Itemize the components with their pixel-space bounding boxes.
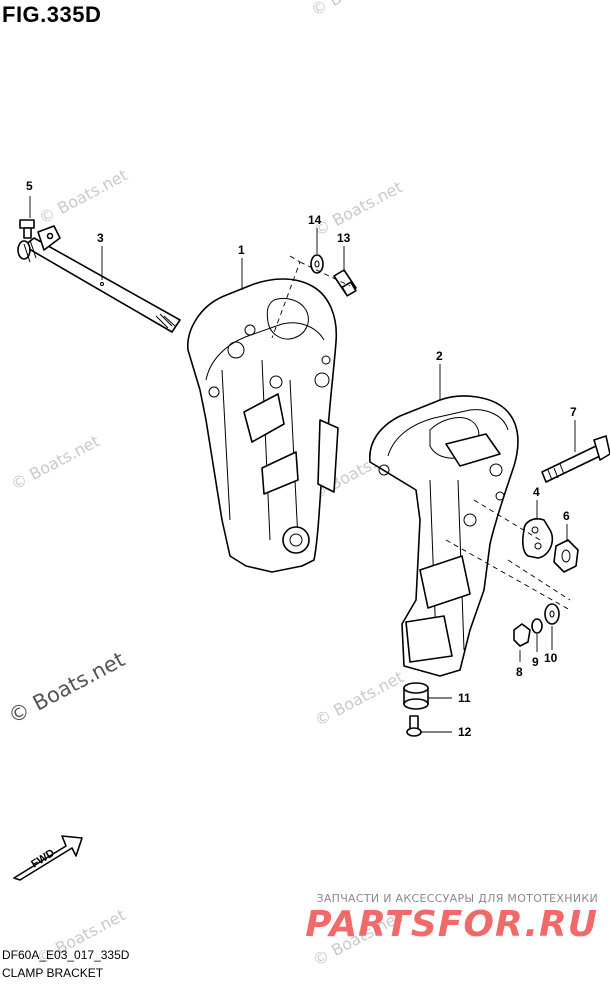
part-14-washer xyxy=(310,254,324,274)
callout-1: 1 xyxy=(238,243,245,257)
callout-10: 10 xyxy=(544,651,558,665)
part-11-stopper xyxy=(403,682,429,710)
part-10-washer xyxy=(544,603,560,625)
callout-6: 6 xyxy=(563,509,570,523)
callout-14: 14 xyxy=(308,213,322,227)
callout-5: 5 xyxy=(26,179,33,193)
callout-9: 9 xyxy=(532,655,539,669)
part-8-nut xyxy=(513,623,531,647)
callout-12: 12 xyxy=(458,725,472,739)
diagram-title: CLAMP BRACKET xyxy=(2,966,104,980)
partsfor-logo: PARTSFOR.RU xyxy=(305,904,598,945)
part-9-washer xyxy=(531,618,543,634)
part-12-screw xyxy=(406,715,422,737)
part-3-shaft xyxy=(17,225,181,333)
figure-title: FIG.335D xyxy=(2,2,102,27)
callout-3: 3 xyxy=(97,231,104,245)
promo-caption: ЗАПЧАСТИ И АКСЕССУАРЫ ДЛЯ МОТОТЕХНИКИ xyxy=(316,892,598,905)
part-13-bolt xyxy=(333,269,357,297)
callout-7: 7 xyxy=(570,405,577,419)
part-2-clamp-bracket-right xyxy=(369,395,519,677)
fwd-arrow-icon: FWD xyxy=(13,835,83,881)
part-7-bolt xyxy=(541,435,610,483)
diagram-code: DF60A_E03_017_335D xyxy=(2,948,130,962)
callout-13: 13 xyxy=(337,231,351,245)
part-6-nut xyxy=(553,539,579,573)
callout-4: 4 xyxy=(533,485,540,499)
callout-8: 8 xyxy=(516,665,523,679)
fwd-label: FWD xyxy=(29,847,57,870)
callout-11: 11 xyxy=(458,691,471,705)
part-1-clamp-bracket-left xyxy=(187,278,339,573)
callout-2: 2 xyxy=(436,349,443,363)
part-5-bolt xyxy=(19,219,35,239)
